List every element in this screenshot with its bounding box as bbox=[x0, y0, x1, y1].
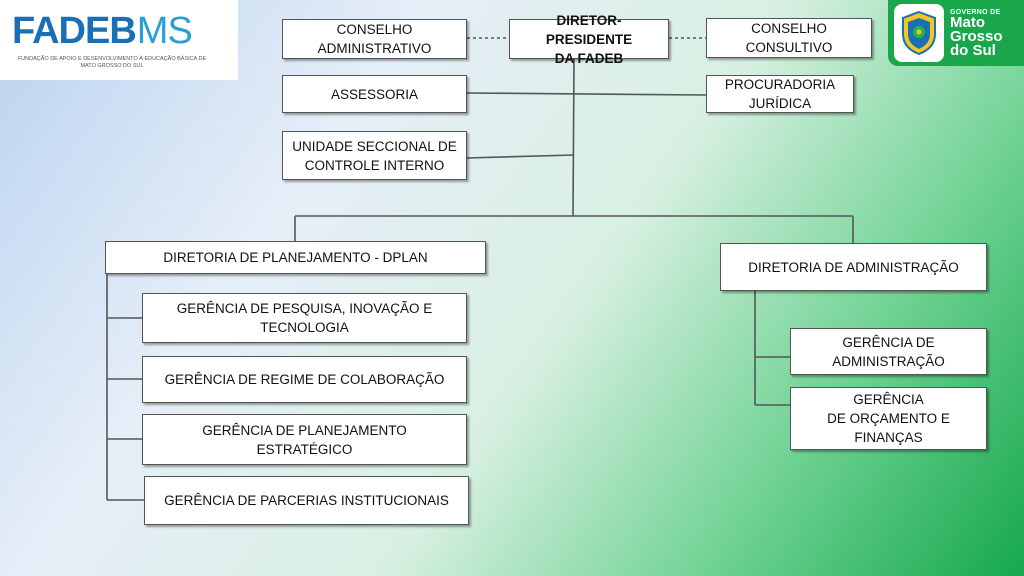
fadeb-logo-suffix: MS bbox=[136, 10, 193, 52]
planning-directorate-box: DIRETORIA DE PLANEJAMENTO - DPLAN bbox=[105, 241, 486, 274]
government-logo: GOVERNO DE Mato Grosso do Sul bbox=[888, 0, 1024, 66]
director-president-box: DIRETOR-PRESIDENTE DA FADEB bbox=[509, 13, 669, 66]
government-logo-text: GOVERNO DE Mato Grosso do Sul bbox=[950, 9, 1003, 58]
fadeb-logo-main: FADEB bbox=[12, 10, 137, 52]
admin-council-box: CONSELHO ADMINISTRATIVO bbox=[282, 19, 467, 59]
fadeb-logo-subtitle: FUNDAÇÃO DE APOIO E DESENVOLVIMENTO À ED… bbox=[17, 56, 207, 69]
state-crest-icon bbox=[894, 4, 944, 62]
planning-unit-strategic: GERÊNCIA DE PLANEJAMENTO ESTRATÉGICO bbox=[142, 414, 467, 465]
admin-unit-budget-finance: GERÊNCIA DE ORÇAMENTO E FINANÇAS bbox=[790, 387, 987, 450]
planning-unit-partnerships: GERÊNCIA DE PARCERIAS INSTITUCIONAIS bbox=[144, 476, 469, 525]
advisory-box: ASSESSORIA bbox=[282, 75, 467, 113]
government-logo-line2: Grosso bbox=[950, 27, 1003, 45]
admin-directorate-box: DIRETORIA DE ADMINISTRAÇÃO bbox=[720, 243, 987, 291]
connector-advisory-legal bbox=[466, 92, 707, 96]
government-logo-top: GOVERNO DE bbox=[950, 8, 1001, 16]
internal-control-box: UNIDADE SECCIONAL DE CONTROLE INTERNO bbox=[282, 131, 467, 180]
admin-unit-administration: GERÊNCIA DE ADMINISTRAÇÃO bbox=[790, 328, 987, 375]
government-logo-line3: do Sul bbox=[950, 41, 996, 59]
planning-unit-research: GERÊNCIA DE PESQUISA, INOVAÇÃO E TECNOLO… bbox=[142, 293, 467, 343]
legal-office-box: PROCURADORIA JURÍDICA bbox=[706, 75, 854, 113]
consultative-council-box: CONSELHO CONSULTIVO bbox=[706, 18, 872, 58]
planning-unit-collaboration: GERÊNCIA DE REGIME DE COLABORAÇÃO bbox=[142, 356, 467, 403]
connector-internal-control bbox=[466, 154, 575, 159]
government-logo-line1: Mato bbox=[950, 13, 985, 31]
connector-main-trunk bbox=[572, 57, 575, 217]
